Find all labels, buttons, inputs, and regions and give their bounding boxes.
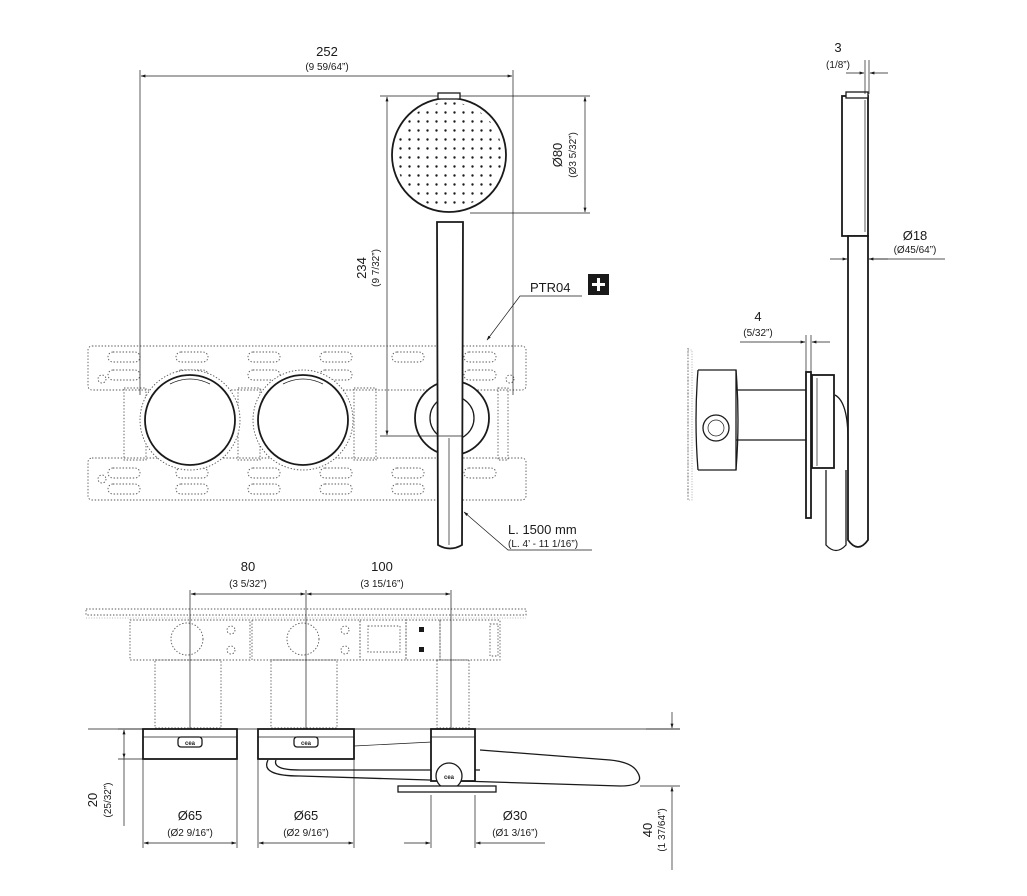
side-view: 3 (1/8”) Ø18 (Ø45/64”) 4 (5/32”) [687,40,945,552]
dim-total-projection-value: 40 [640,823,655,837]
dim-top-width: 252 (9 59/64”) [139,44,514,395]
left-knob-plan: cea [142,728,238,760]
ptr04-label: PTR04 [530,280,570,295]
dim-knob-height-inch: (25/32”) [103,782,114,817]
dim-plate-offset: 4 (5/32”) [740,309,830,372]
dim-holder-inch: (Ø1 3/16”) [492,828,538,839]
dim-total-projection: 40 (1 37/64”) [640,712,680,870]
middle-knob [252,369,354,471]
dim-knob-height: 20 (25/32”) [85,728,143,826]
hose-length-inch: (L. 4’ - 11 1/16”) [508,539,578,550]
dim-handle-diameter-value: Ø18 [903,228,928,243]
dim-knob-left-inch: (Ø2 9/16”) [167,828,213,839]
dim-side-thickness-value: 3 [834,40,841,55]
dim-knob-mid-inch: (Ø2 9/16”) [283,828,329,839]
hand-shower [391,92,507,550]
dim-head-diameter-value: Ø80 [550,143,565,168]
dim-knob-mid-diameter: Ø65 (Ø2 9/16”) [257,760,355,848]
dim-head-diameter: Ø80 (Ø3 5/32”) [460,95,590,214]
dim-plate-offset-value: 4 [754,309,761,324]
valve-body-plan [129,619,501,661]
dim-head-diameter-inch: (Ø3 5/32”) [568,132,579,178]
dim-knob-mid-value: Ø65 [294,808,319,823]
left-knob [139,369,241,471]
dim-spacing: 80 (3 5/32”) 100 (3 15/16”) [189,559,452,729]
hose-length-callout: L. 1500 mm (L. 4’ - 11 1/16”) [463,511,592,551]
dim-holder-value: Ø30 [503,808,528,823]
brand-mark-left: cea [185,741,196,747]
brand-mark-holder: cea [444,775,455,781]
plan-view: cea cea cea 80 [85,559,680,870]
dim-top-width-value: 252 [316,44,338,59]
stems-plan [154,659,470,729]
ptr04-callout: PTR04 [486,274,609,341]
wall-plate-side [805,371,812,519]
holder-plan: cea [397,728,497,793]
dim-side-thickness-inch: (1/8”) [826,60,850,71]
front-view: 252 (9 59/64”) Ø80 (Ø3 5/32”) 234 (9 7/3… [87,44,609,551]
hose-length-value: L. 1500 mm [508,522,577,537]
dim-spacing-right-value: 100 [371,559,393,574]
dim-handset-height-value: 234 [354,257,369,279]
dim-side-thickness: 3 (1/8”) [826,40,888,94]
dim-top-width-inch: (9 59/64”) [305,62,348,73]
dim-handle-diameter-inch: (Ø45/64”) [894,245,937,256]
dim-handle-diameter: Ø18 (Ø45/64”) [830,228,945,261]
hand-shower-side [825,91,869,552]
dim-knob-left-value: Ø65 [178,808,203,823]
brand-mark-middle: cea [301,741,312,747]
dim-total-projection-inch: (1 37/64”) [657,808,668,851]
dim-handset-height: 234 (9 7/32”) [354,95,438,437]
holder-side [811,374,835,469]
dim-spacing-left-inch: (3 5/32”) [229,579,267,590]
dim-knob-left-diameter: Ø65 (Ø2 9/16”) [142,760,238,848]
dim-knob-height-value: 20 [85,793,100,807]
dim-spacing-right-inch: (3 15/16”) [360,579,403,590]
dim-holder-diameter: Ø30 (Ø1 3/16”) [404,795,545,848]
plus-icon [588,274,609,295]
middle-knob-plan: cea [257,728,355,760]
hose-plan [266,741,641,787]
dim-spacing-left-value: 80 [241,559,255,574]
dim-plate-offset-inch: (5/32”) [743,328,772,339]
dim-handset-height-inch: (9 7/32”) [371,249,382,287]
valve-body-side [695,369,806,471]
